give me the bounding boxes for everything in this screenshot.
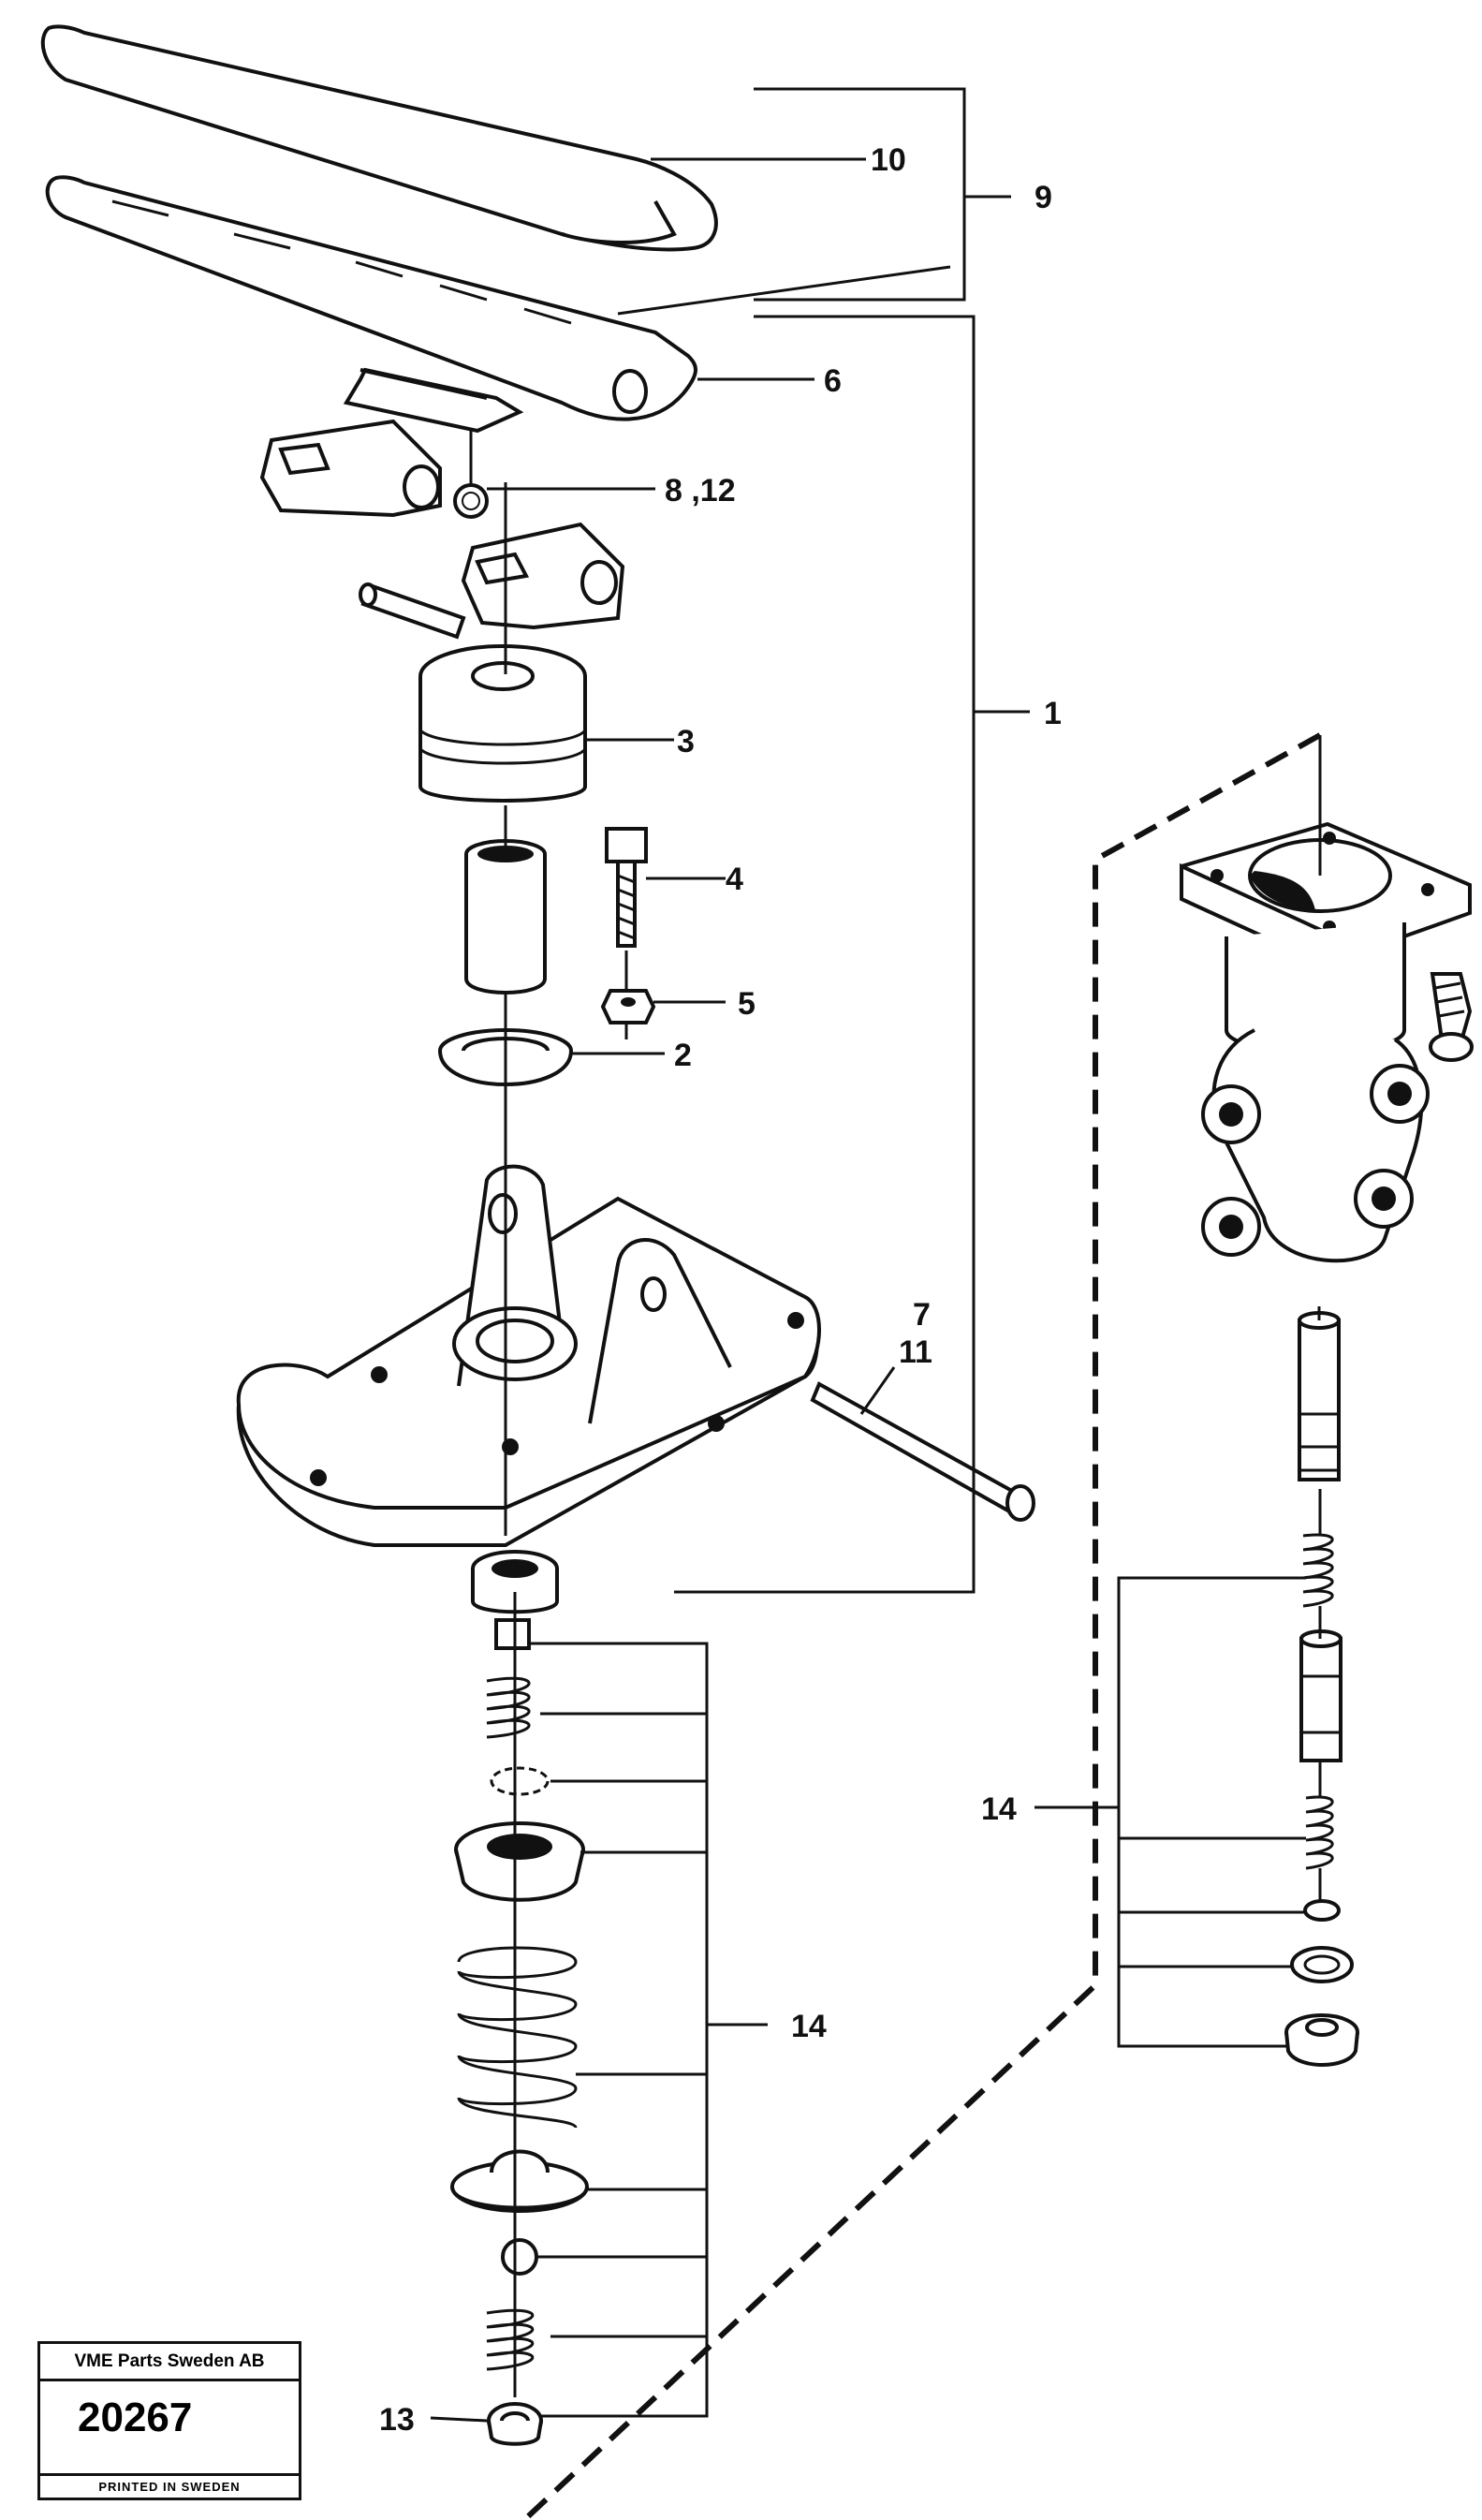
callout-9: 9	[1034, 180, 1052, 215]
pedal-lower	[45, 175, 697, 421]
right-screw	[1429, 972, 1474, 1062]
callout-4: 4	[726, 862, 743, 897]
stamp-number: 20267	[78, 2395, 193, 2440]
stamp-printed: PRINTED IN SWEDEN	[40, 2473, 299, 2498]
callout-11: 11	[899, 1334, 932, 1370]
catalog-stamp: VME Parts Sweden AB 20267 PRINTED IN SWE…	[37, 2341, 301, 2500]
callout-8-12: 8 ,12	[665, 473, 736, 508]
cover-plate-edge	[359, 368, 488, 400]
callout-6: 6	[824, 363, 842, 399]
retaining-clip	[453, 483, 489, 519]
callout-5: 5	[738, 986, 756, 1022]
assembly-axis-right	[1317, 735, 1322, 1901]
nut	[600, 989, 656, 1024]
clevis-block-right	[461, 522, 625, 630]
cover-plate	[343, 367, 524, 434]
callout-7: 7	[913, 1297, 931, 1333]
callout-13: 13	[379, 2402, 415, 2438]
valve-stack-left	[450, 1550, 589, 2446]
rubber-boot	[418, 644, 587, 803]
valve-stack-right	[1284, 1311, 1359, 2067]
callout-2: 2	[674, 1038, 692, 1073]
small-pin	[359, 582, 466, 640]
callout-3: 3	[677, 724, 695, 759]
dashed-assembly-boundary	[521, 732, 1322, 2520]
assembly-axis-left	[504, 482, 517, 2397]
stamp-company: VME Parts Sweden AB	[40, 2344, 299, 2381]
base-plate	[236, 1164, 821, 1547]
screw	[605, 827, 648, 948]
pedal-pad-top	[40, 24, 718, 252]
valve-body-right	[1180, 821, 1472, 1263]
callout-1: 1	[1044, 696, 1062, 731]
callout-14-right: 14	[981, 1791, 1017, 1827]
callout-10: 10	[871, 142, 906, 178]
clevis-block-left	[259, 419, 442, 518]
callout-14-left: 14	[791, 2009, 827, 2044]
plunger	[464, 839, 547, 995]
callout-leaders	[430, 87, 1306, 2423]
long-pivot-pin	[810, 1381, 1035, 1522]
